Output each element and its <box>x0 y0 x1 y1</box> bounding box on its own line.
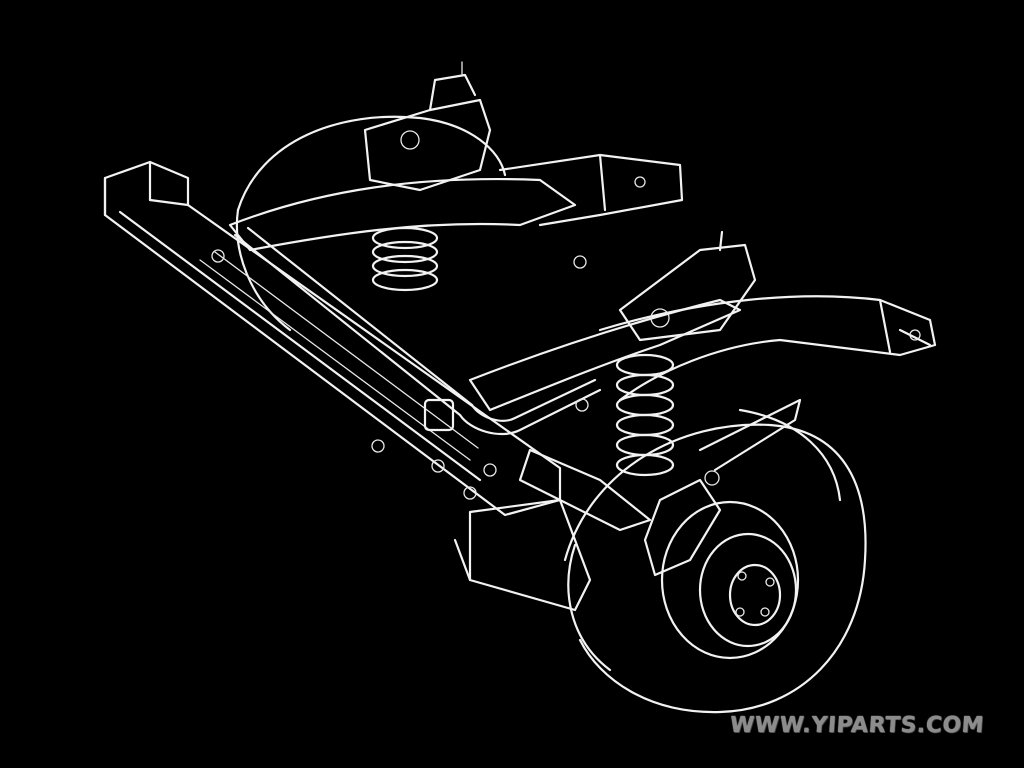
lower-bumper <box>453 498 592 612</box>
front-spring-tower <box>618 230 757 342</box>
sway-bar <box>233 226 602 435</box>
front-lower-control-arm <box>518 398 802 532</box>
frame-bolts <box>211 249 589 500</box>
front-upper-control-arm <box>468 298 742 412</box>
front-tire <box>563 408 867 714</box>
steering-knuckle <box>643 470 722 577</box>
frame-rail-right <box>598 295 937 402</box>
rear-spring-tower <box>363 61 492 192</box>
rear-tire <box>235 115 507 332</box>
watermark-text: WWW.YIPARTS.COM <box>729 713 985 738</box>
rear-coil-spring <box>371 226 439 292</box>
rear-upper-control-arm <box>228 177 577 252</box>
brake-rotor-hub <box>660 500 800 660</box>
frame-rail-left <box>498 153 684 227</box>
front-crossmember <box>103 160 562 517</box>
